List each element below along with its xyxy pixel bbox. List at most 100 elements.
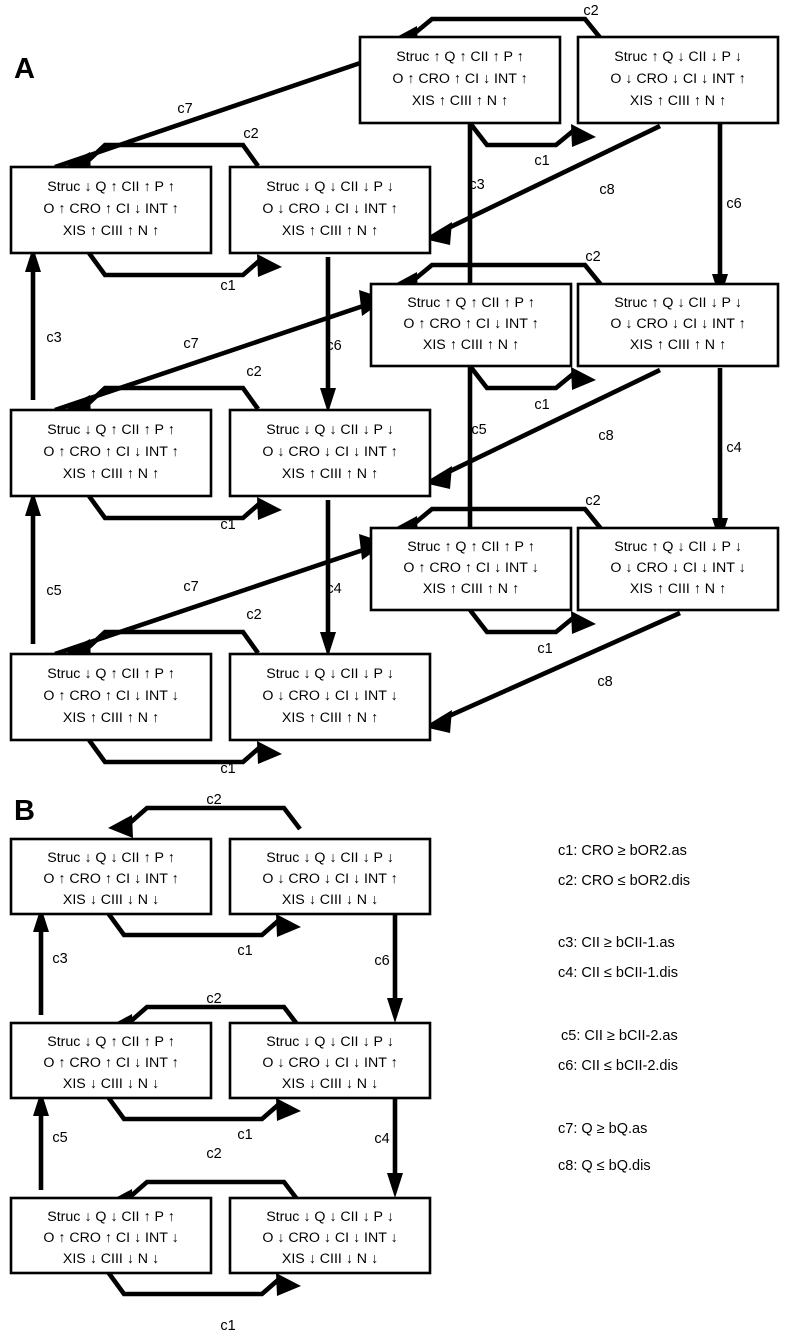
panel-b-letter: B [14, 795, 35, 827]
edge-b6-b5-c2 [129, 1179, 302, 1205]
edge-b1-b2-c1 [106, 911, 280, 938]
state-a5-line3: XIS ↑ CIII ↑ N ↑ [423, 337, 519, 353]
panel-a: A [9, 3, 780, 777]
state-b6-line2: O ↓ CRO ↓ CI ↓ INT ↓ [262, 1230, 397, 1246]
arrowhead-a11-a7 [25, 491, 41, 516]
label-B-c1-3: c1 [220, 1318, 235, 1334]
label-A-c8-1: c8 [599, 182, 614, 198]
label-B-c3: c3 [52, 951, 67, 967]
arrowhead-b2-b1 [108, 815, 133, 838]
state-a10-line2: O ↓ CRO ↓ CI ↓ INT ↓ [610, 560, 745, 576]
state-box-b1: Struc ↓ Q ↓ CII ↑ P ↑ O ↑ CRO ↑ CI ↓ INT… [9, 837, 213, 916]
state-box-b4: Struc ↓ Q ↓ CII ↓ P ↓ O ↓ CRO ↓ CI ↓ INT… [228, 1021, 432, 1100]
arrowhead-b3-b1 [33, 907, 49, 932]
state-a9-line2: O ↑ CRO ↑ CI ↓ INT ↓ [403, 560, 538, 576]
state-box-a5: Struc ↑ Q ↑ CII ↑ P ↑ O ↑ CRO ↑ CI ↓ INT… [369, 282, 573, 368]
label-A-c5-2: c5 [46, 583, 61, 599]
legend-entry-c2: c2: CRO ≤ bOR2.dis [558, 873, 690, 889]
state-box-a9: Struc ↑ Q ↑ CII ↑ P ↑ O ↑ CRO ↑ CI ↓ INT… [369, 526, 573, 612]
arrowhead-a7-a3 [25, 247, 41, 272]
arrowhead-b5-b6 [276, 1273, 301, 1296]
edge-b3-b4-c1 [106, 1095, 280, 1122]
label-B-c4: c4 [374, 1131, 389, 1147]
arrowhead-b3-b4 [276, 1098, 301, 1121]
state-b4-line1: Struc ↓ Q ↓ CII ↓ P ↓ [266, 1034, 393, 1050]
label-B-c2-3: c2 [206, 1146, 221, 1162]
state-b2-line1: Struc ↓ Q ↓ CII ↓ P ↓ [266, 850, 393, 866]
arrowhead-b1-b2 [276, 914, 301, 937]
state-a11-line3: XIS ↑ CIII ↑ N ↑ [63, 710, 159, 726]
edge-a3-a1-c7 [54, 56, 373, 170]
state-a10-line3: XIS ↑ CIII ↑ N ↑ [630, 581, 726, 597]
panel-b: B [9, 792, 432, 1334]
state-a1-line2: O ↑ CRO ↑ CI ↓ INT ↑ [392, 71, 527, 87]
edge-a7-a5-c7 [54, 300, 373, 413]
state-box-a4: Struc ↓ Q ↓ CII ↓ P ↓ O ↓ CRO ↓ CI ↓ INT… [228, 165, 432, 255]
edge-a7-a8-c1 [87, 494, 261, 521]
label-B-c2-2: c2 [206, 991, 221, 1007]
panel-a-edge-labels: c2 c7 c2 c3 c1 c8 c6 c1 c3 c2 c7 c2 c6 c… [46, 3, 741, 777]
state-a5-line2: O ↑ CRO ↑ CI ↓ INT ↑ [403, 316, 538, 332]
state-a12-line3: XIS ↑ CIII ↑ N ↑ [282, 710, 378, 726]
legend-entry-c7: c7: Q ≥ bQ.as [558, 1121, 647, 1137]
label-A-c2-3: c2 [246, 364, 261, 380]
edge-a6-a5-c2 [413, 262, 604, 288]
label-A-c1-1: c1 [534, 153, 549, 169]
state-a6-line3: XIS ↑ CIII ↑ N ↑ [630, 337, 726, 353]
arrowhead-a8-a12 [320, 632, 336, 657]
legend-entry-c5: c5: CII ≥ bCII-2.as [561, 1028, 678, 1044]
state-box-b6: Struc ↓ Q ↓ CII ↓ P ↓ O ↓ CRO ↓ CI ↓ INT… [228, 1196, 432, 1275]
state-b2-line3: XIS ↓ CIII ↓ N ↓ [282, 892, 378, 908]
label-B-c1-1: c1 [237, 943, 252, 959]
label-B-c1-2: c1 [237, 1127, 252, 1143]
state-a4-line1: Struc ↓ Q ↓ CII ↓ P ↓ [266, 179, 393, 195]
label-A-c6-1: c6 [726, 196, 741, 212]
state-b1-line3: XIS ↓ CIII ↓ N ↓ [63, 892, 159, 908]
label-A-c2-1: c2 [243, 126, 258, 142]
state-box-a1: Struc ↑ Q ↑ CII ↑ P ↑ O ↑ CRO ↑ CI ↓ INT… [358, 35, 562, 125]
state-a3-line2: O ↑ CRO ↑ CI ↓ INT ↑ [43, 201, 178, 217]
arrowhead-a7-a8 [257, 497, 282, 520]
state-a2-line2: O ↓ CRO ↓ CI ↓ INT ↑ [610, 71, 745, 87]
state-box-a7: Struc ↓ Q ↑ CII ↑ P ↑ O ↑ CRO ↑ CI ↓ INT… [9, 408, 213, 498]
legend: c1: CRO ≥ bOR2.as c2: CRO ≤ bOR2.dis c3:… [558, 843, 690, 1174]
state-a12-line2: O ↓ CRO ↓ CI ↓ INT ↓ [262, 688, 397, 704]
label-A-c1-4: c1 [534, 397, 549, 413]
edge-a5-a6-c1 [468, 364, 575, 391]
state-a9-line3: XIS ↑ CIII ↑ N ↑ [423, 581, 519, 597]
label-A-c8-2: c8 [598, 428, 613, 444]
state-a2-line1: Struc ↑ Q ↓ CII ↓ P ↓ [614, 49, 741, 65]
state-a3-line3: XIS ↑ CIII ↑ N ↑ [63, 223, 159, 239]
state-box-a8: Struc ↓ Q ↓ CII ↓ P ↓ O ↓ CRO ↓ CI ↓ INT… [228, 408, 432, 498]
state-box-a3: Struc ↓ Q ↑ CII ↑ P ↑ O ↑ CRO ↑ CI ↓ INT… [9, 165, 213, 255]
state-a4-line3: XIS ↑ CIII ↑ N ↑ [282, 223, 378, 239]
legend-entry-c3: c3: CII ≥ bCII-1.as [558, 935, 675, 951]
state-a7-line1: Struc ↓ Q ↑ CII ↑ P ↑ [47, 422, 174, 438]
edge-a2-a4-c8 [439, 123, 661, 235]
legend-entry-c6: c6: CII ≤ bCII-2.dis [558, 1058, 678, 1074]
arrowhead-a5-a6 [571, 367, 596, 390]
state-b1-line1: Struc ↓ Q ↓ CII ↑ P ↑ [47, 850, 174, 866]
edge-b4-b3-c2 [129, 1004, 302, 1030]
legend-entry-c4: c4: CII ≤ bCII-1.dis [558, 965, 678, 981]
edge-a10-a12-c8 [439, 610, 681, 723]
edge-a11-a12-c1 [87, 738, 261, 765]
state-b6-line1: Struc ↓ Q ↓ CII ↓ P ↓ [266, 1209, 393, 1225]
state-a7-line3: XIS ↑ CIII ↑ N ↑ [63, 466, 159, 482]
label-A-c2-4: c2 [246, 607, 261, 623]
state-box-a10: Struc ↑ Q ↓ CII ↓ P ↓ O ↓ CRO ↓ CI ↓ INT… [576, 526, 780, 612]
edge-a4-a3-c2 [87, 142, 260, 168]
label-B-c2-1: c2 [206, 792, 221, 808]
state-box-b5: Struc ↓ Q ↓ CII ↑ P ↑ O ↑ CRO ↑ CI ↓ INT… [9, 1196, 213, 1275]
panel-b-edge-labels: c2 c1 c3 c6 c2 c1 c5 c4 c2 c1 [52, 792, 389, 1334]
state-a3-line1: Struc ↓ Q ↑ CII ↑ P ↑ [47, 179, 174, 195]
arrowhead-a4-a8 [320, 388, 336, 413]
panel-a-edges [25, 16, 728, 765]
state-a7-line2: O ↑ CRO ↑ CI ↓ INT ↑ [43, 444, 178, 460]
state-b5-line1: Struc ↓ Q ↓ CII ↑ P ↑ [47, 1209, 174, 1225]
state-a8-line1: Struc ↓ Q ↓ CII ↓ P ↓ [266, 422, 393, 438]
state-b1-line2: O ↑ CRO ↑ CI ↓ INT ↑ [43, 871, 178, 887]
label-B-c6: c6 [374, 953, 389, 969]
state-a1-line1: Struc ↑ Q ↑ CII ↑ P ↑ [396, 49, 523, 65]
